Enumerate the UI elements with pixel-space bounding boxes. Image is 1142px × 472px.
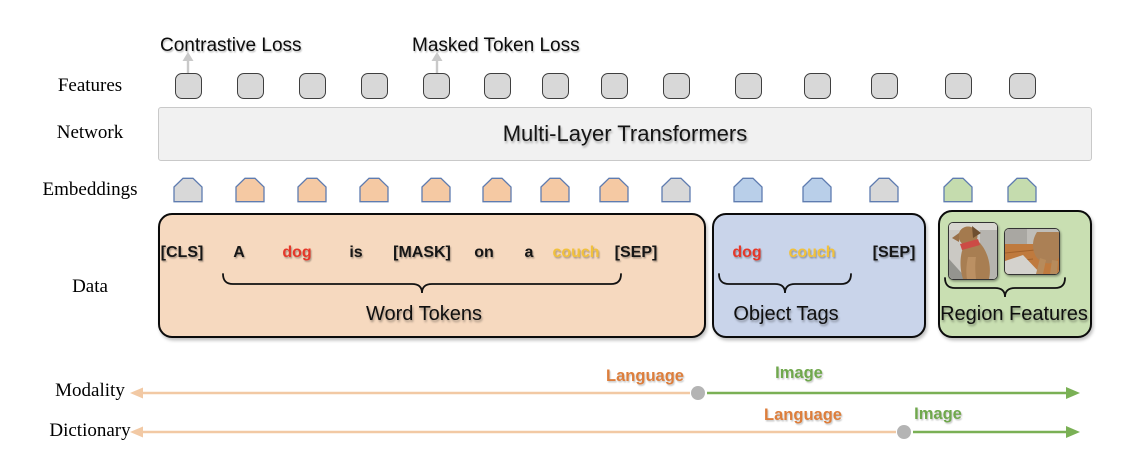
feature-box: [662, 73, 690, 99]
dictionary-image-label: Image: [914, 405, 962, 423]
embedding-shape-orange: [599, 177, 629, 203]
modality-image-label: Image: [775, 364, 823, 382]
masked-token-loss-label: Masked Token Loss: [412, 35, 580, 56]
feature-box: [483, 73, 511, 99]
embedding-shape-orange: [359, 177, 389, 203]
token: A: [233, 244, 245, 261]
up-arrow-icon: [431, 52, 443, 74]
token: a: [524, 244, 534, 261]
token: on: [474, 244, 494, 261]
feature-box: [360, 73, 388, 99]
embedding-shape-gray: [173, 177, 203, 203]
row-label-features: Features: [57, 75, 123, 96]
embedding-shape-orange: [540, 177, 570, 203]
object-tags-box: [712, 213, 926, 338]
token: is: [349, 244, 363, 261]
transformer-network-box: Multi-Layer Transformers: [158, 107, 1092, 161]
feature-box: [600, 73, 628, 99]
embedding-shape-gray: [661, 177, 691, 203]
dictionary-axis: [130, 425, 1080, 439]
feature-box: [236, 73, 264, 99]
embedding-shape-green: [1007, 177, 1037, 203]
row-label-network: Network: [56, 122, 124, 143]
dog-photo-1: [949, 223, 997, 279]
token: [CLS]: [160, 244, 204, 261]
embedding-shape-green: [943, 177, 973, 203]
brace-icon: [944, 277, 1066, 298]
region-image-dog-2: [1004, 228, 1060, 275]
feature-box: [1008, 73, 1036, 99]
feature-box: [298, 73, 326, 99]
feature-box: [734, 73, 762, 99]
token: [MASK]: [393, 244, 451, 261]
embedding-shape-gray: [869, 177, 899, 203]
embedding-shape-orange: [235, 177, 265, 203]
region-features-label: Region Features: [940, 303, 1088, 325]
row-label-embeddings: Embeddings: [42, 179, 138, 200]
feature-box: [803, 73, 831, 99]
feature-box: [944, 73, 972, 99]
brace-icon: [222, 273, 622, 294]
token: [SEP]: [872, 244, 916, 261]
embedding-shape-blue: [802, 177, 832, 203]
modality-language-label: Language: [606, 367, 684, 385]
feature-box: [541, 73, 569, 99]
token: dog: [732, 244, 762, 261]
embedding-shape-blue: [733, 177, 763, 203]
token: [SEP]: [614, 244, 658, 261]
row-label-data: Data: [72, 276, 108, 297]
embedding-shape-orange: [297, 177, 327, 203]
feature-box: [870, 73, 898, 99]
dictionary-language-label: Language: [764, 406, 842, 424]
token: couch: [552, 244, 600, 261]
up-arrow-icon: [182, 52, 194, 74]
row-label-dictionary: Dictionary: [49, 420, 131, 441]
embedding-shape-orange: [421, 177, 451, 203]
token: couch: [788, 244, 836, 261]
dog-photo-2: [1005, 229, 1059, 274]
embedding-shape-orange: [482, 177, 512, 203]
transformer-network-label: Multi-Layer Transformers: [502, 121, 748, 146]
region-image-dog-1: [948, 222, 998, 280]
feature-box: [422, 73, 450, 99]
modality-axis: [130, 386, 1080, 400]
object-tags-label: Object Tags: [733, 303, 839, 325]
contrastive-loss-label: Contrastive Loss: [160, 35, 302, 56]
row-label-modality: Modality: [55, 380, 125, 401]
word-tokens-box: [158, 213, 706, 338]
brace-icon: [718, 273, 852, 294]
token: dog: [282, 244, 312, 261]
word-tokens-label: Word Tokens: [366, 303, 482, 325]
feature-box: [174, 73, 202, 99]
